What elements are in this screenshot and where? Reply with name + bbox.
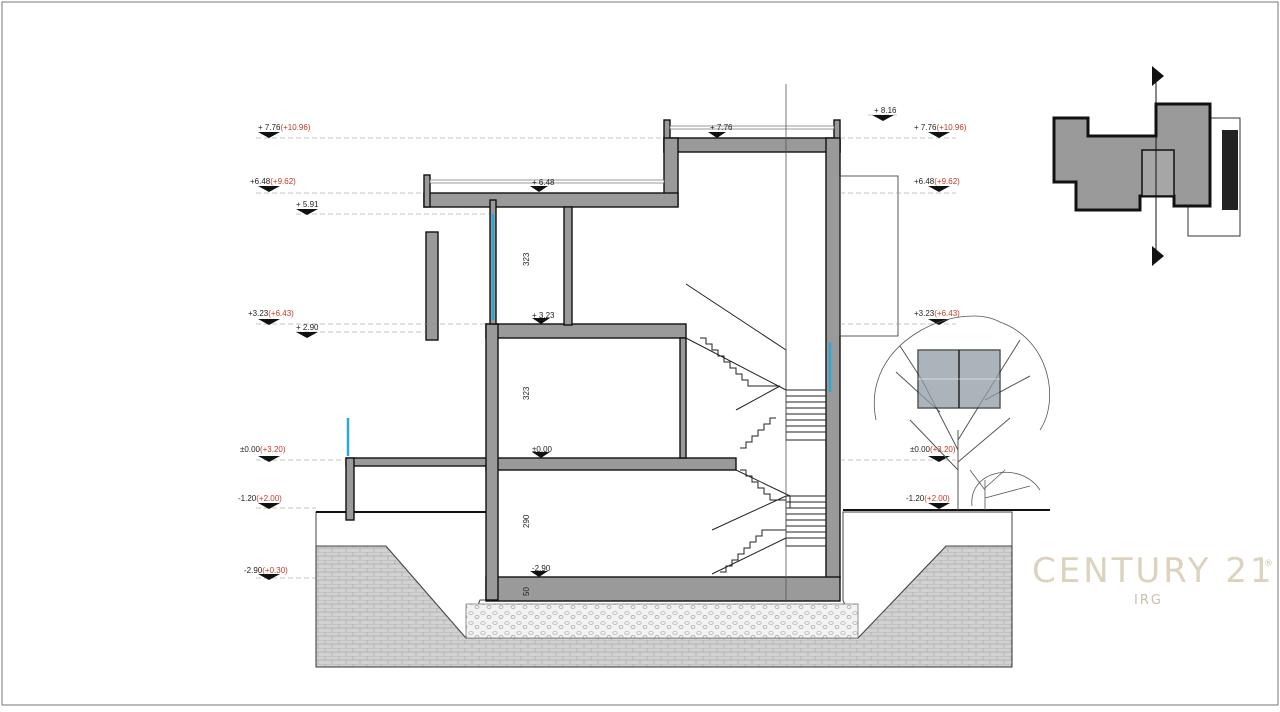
level-markers [258,115,950,580]
level-label: -2.90(+0.30) [244,566,288,575]
staircase [685,283,827,575]
level-label: -1.20(+2.00) [238,494,282,503]
glazing [346,214,832,456]
level-label: -1.20(+2.00) [906,494,950,503]
roof-parapet-low [429,179,665,184]
level-label: +3.23(+6.43) [248,309,294,318]
level-lines [256,114,956,579]
inner-level-floor-1: + 3.23 [532,311,555,320]
dim-basement: 290 [522,514,531,528]
logo-mark: ® [1264,559,1275,569]
inner-level-floor-0: ±0.00 [532,445,553,454]
ground-section [315,509,1050,668]
dim-upper-floor: 323 [522,252,531,266]
level-label: + 7.76(+10.96) [914,123,967,132]
inner-level-roof-high: + 7.76 [710,123,733,132]
dim-ground-floor: 323 [522,386,531,400]
level-label: +6.48(+9.62) [914,177,960,186]
century21-logo: CENTURY 21 ® IRG [1032,551,1275,608]
level-label: ±0.00(+3.20) [240,445,286,454]
level-label: + 2.90 [296,323,319,332]
level-label: +3.23(+6.43) [914,309,960,318]
key-plan [1052,66,1241,266]
tree-illustration [873,315,1051,510]
side-volume-outline [839,175,899,337]
level-label: + 8.16 [874,106,897,115]
dim-foundation: 50 [522,587,531,596]
roof-parapet-high [669,125,835,130]
level-label: + 7.76(+10.96) [258,123,311,132]
inner-level-basement: -2.90 [532,564,551,573]
level-label: +6.48(+9.62) [250,177,296,186]
level-label: ±0.00(+3.20) [910,445,956,454]
logo-name: CENTURY 21 [1032,551,1275,591]
level-label: + 5.91 [296,200,319,209]
window-elevation [917,349,1001,409]
logo-office: IRG [1134,593,1163,608]
inner-level-roof-low: + 6.48 [532,178,555,187]
